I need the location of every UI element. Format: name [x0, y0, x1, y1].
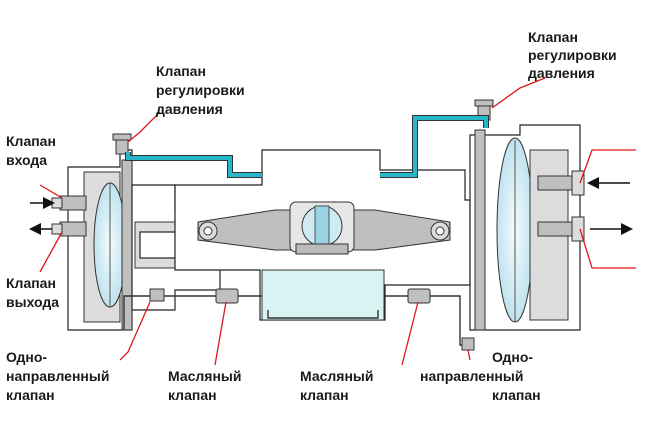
right-pump-head — [469, 99, 633, 331]
right-inlet-fitting — [537, 170, 630, 196]
right-oil-valve — [407, 288, 431, 304]
label-check-valve-right: Одно- направленный клапан — [420, 349, 541, 403]
label-oil-valve-right: Масляный клапан — [300, 368, 377, 403]
pump-frame — [174, 149, 471, 321]
right-outlet-fitting — [537, 216, 633, 242]
label-oil-valve-left: Масляный клапан — [168, 368, 245, 403]
right-check-valve — [461, 337, 475, 351]
label-pressure-valve-right: Клапан регулировки давления — [528, 29, 620, 81]
label-check-valve-left: Одно- направленный клапан — [6, 349, 113, 403]
hydraulic-lines — [123, 115, 489, 346]
leader-lines — [39, 77, 636, 366]
label-inlet-valve: Клапан входа — [6, 133, 60, 168]
inlet-valve-fitting — [30, 195, 87, 211]
crank-mechanism — [197, 201, 451, 255]
label-pressure-valve-left: Клапан регулировки давления — [156, 63, 248, 117]
left-pressure-valve — [112, 133, 132, 155]
left-oil-valve — [215, 288, 239, 304]
label-outlet-valve: Клапан выхода — [6, 275, 60, 310]
outlet-valve-fitting — [29, 221, 87, 237]
left-check-valve — [149, 288, 165, 302]
